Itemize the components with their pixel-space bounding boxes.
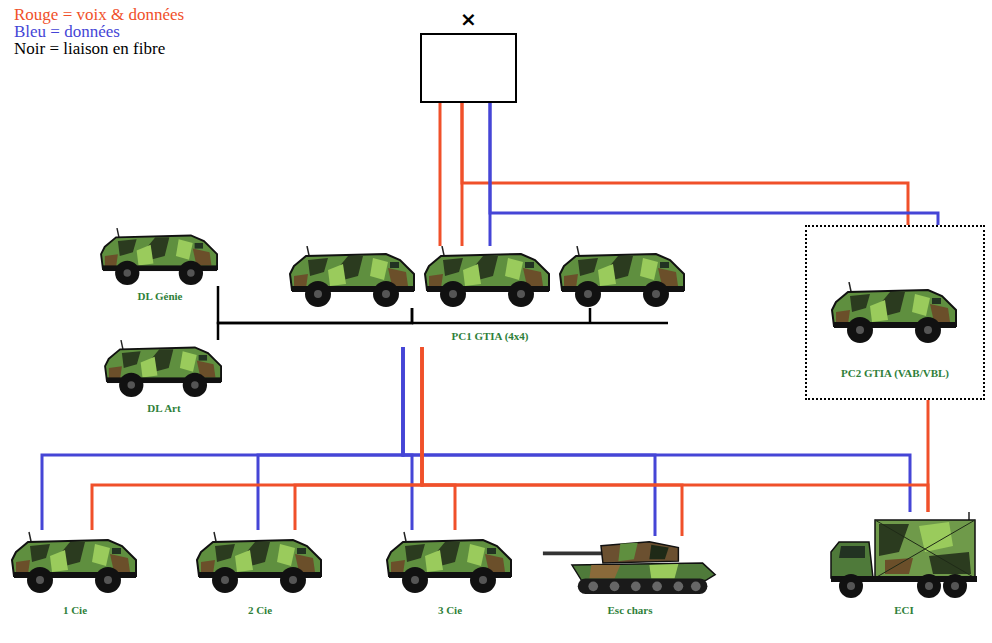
radio-link [42, 347, 403, 530]
radio-link [295, 347, 422, 530]
vehicle-icon [288, 246, 418, 308]
legend-text: Noir = liaison en fibre [14, 39, 165, 58]
vehicle-node: 3 Cie [385, 530, 515, 621]
vehicle-node: ECI [828, 512, 980, 621]
vehicle-icon [385, 530, 515, 596]
legend-swatch: Rouge = voix & données [14, 6, 184, 23]
vehicle-icon [423, 246, 553, 308]
fiber-tick [589, 308, 592, 323]
vehicle-node: DL Art [100, 340, 228, 419]
radio-link [490, 103, 938, 225]
vehicle-label: 2 Cie [248, 604, 272, 617]
radio-link [422, 347, 682, 536]
vehicle-drawing [831, 512, 977, 598]
legend-swatch: Bleu = données [14, 23, 184, 40]
vehicle-drawing [560, 246, 684, 307]
radio-link [927, 400, 930, 512]
vehicle-icon [540, 536, 720, 596]
vehicle-label: Esc chars [608, 604, 653, 617]
legend: Rouge = voix & donnéesBleu = donnéesNoir… [14, 6, 184, 57]
radio-link [422, 347, 455, 530]
vehicle-node: Esc chars [540, 536, 720, 621]
unit-size-mark: × [422, 8, 515, 30]
fiber-line [412, 322, 668, 325]
fiber-link [218, 308, 412, 340]
vehicle-icon [558, 246, 688, 308]
radio-link [462, 103, 908, 225]
vehicle-icon [95, 228, 225, 286]
vehicle-drawing [387, 532, 511, 593]
legend-text: Rouge = voix & données [14, 5, 184, 24]
vehicle-node: DL Génie [95, 228, 225, 307]
vehicle-icon [830, 282, 960, 344]
radio-link [403, 347, 910, 512]
vehicle-label: DL Art [147, 402, 180, 415]
vehicle-icon [100, 340, 228, 398]
radio-link [258, 347, 403, 530]
vehicle-label: 3 Cie [438, 604, 462, 617]
vehicle-label: ECI [894, 604, 914, 617]
vehicle-icon [10, 530, 140, 596]
vehicle-drawing [290, 246, 414, 307]
vehicle-drawing [197, 532, 321, 593]
vehicle-label: PC2 GTIA (VAB/VBL) [841, 367, 949, 380]
vehicle-label: 1 Cie [63, 604, 87, 617]
vehicle-drawing [425, 246, 549, 307]
radio-link [439, 103, 442, 246]
legend-text: Bleu = données [14, 22, 120, 41]
vehicle-node: 1 Cie [10, 530, 140, 621]
vehicle-icon [195, 530, 325, 596]
vehicle-drawing [105, 340, 221, 397]
vehicle-drawing [12, 532, 136, 593]
command-box: × [420, 33, 517, 103]
vehicle-label: PC1 GTIA (4x4) [452, 330, 529, 343]
vehicle-drawing [543, 542, 715, 594]
vehicle-icon [828, 512, 980, 600]
vehicle-node: PC1 GTIA (4x4) [288, 246, 692, 347]
vehicle-node: 2 Cie [195, 530, 325, 621]
legend-swatch: Noir = liaison en fibre [14, 40, 184, 57]
vehicle-drawing [832, 282, 956, 343]
radio-link [403, 347, 655, 536]
vehicle-label: DL Génie [138, 290, 183, 303]
command-post-box: PC2 GTIA (VAB/VBL) [805, 225, 985, 400]
vehicle-drawing [101, 228, 217, 285]
